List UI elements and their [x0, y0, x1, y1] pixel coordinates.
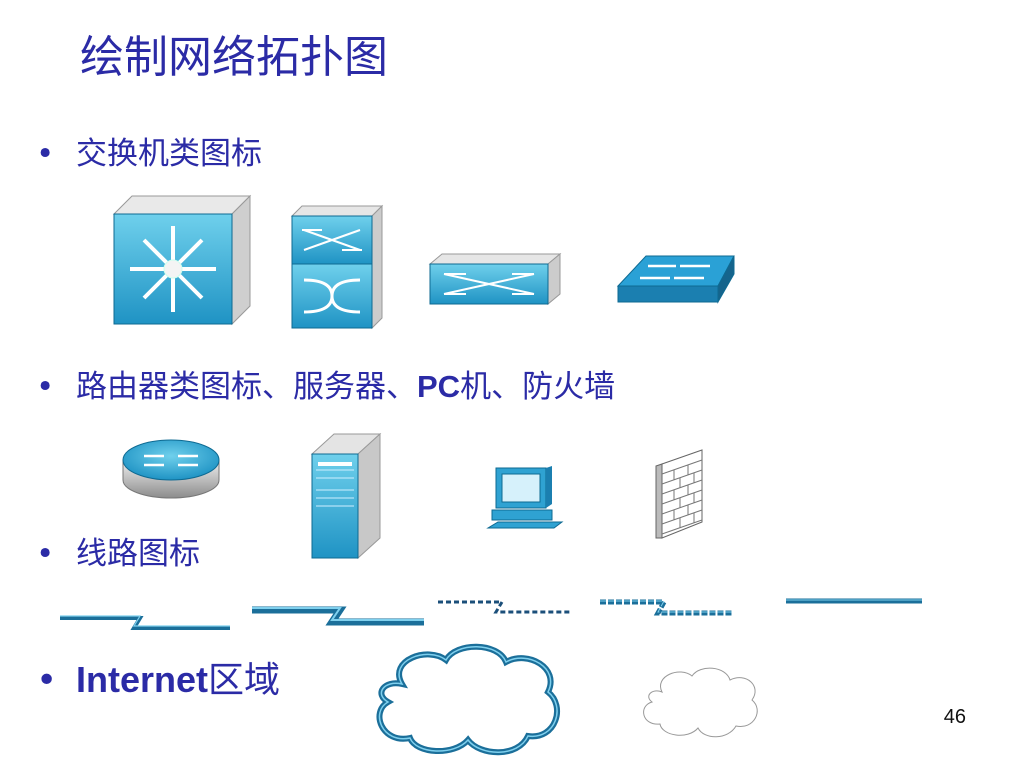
page-number: 46 — [943, 706, 966, 728]
serial-line-thick-icon — [252, 606, 424, 626]
bullet-internet-area: • Internet区域 — [36, 658, 280, 702]
bullet-marker: • — [36, 660, 58, 701]
bullet-marker: • — [36, 369, 55, 405]
bullet-text-part2: 机、防火墙 — [460, 369, 616, 405]
bullet-marker: • — [36, 536, 55, 572]
router-icon — [122, 439, 220, 499]
slide-title: 绘制网络拓扑图 — [80, 32, 388, 83]
layer2-switch-icon — [616, 255, 735, 304]
atm-switch-icon — [290, 204, 384, 330]
bullet-text-pc: PC — [417, 369, 461, 404]
server-icon — [310, 432, 382, 560]
bullet-line-icons: • 线路图标 — [36, 536, 200, 573]
bullet-switch-icons: • 交换机类图标 — [36, 136, 262, 173]
workgroup-switch-icon — [428, 252, 562, 306]
dashed-serial-line-thick-icon — [600, 599, 732, 616]
bullet-router-server-pc-firewall: • 路由器类图标、服务器、PC机、防火墙 — [36, 368, 615, 406]
firewall-icon — [655, 449, 703, 539]
bullet-text: 线路图标 — [76, 536, 200, 572]
bullet-marker: • — [36, 136, 55, 172]
bullet-text-part1: 路由器类图标、服务器、 — [76, 369, 417, 405]
internet-cloud-icon — [376, 643, 560, 756]
bullet-text-internet: Internet — [76, 659, 209, 700]
pc-icon — [486, 466, 564, 529]
multilayer-switch-icon — [112, 194, 252, 326]
bullet-text: 交换机类图标 — [76, 136, 262, 172]
dashed-serial-line-icon — [438, 600, 570, 614]
serial-line-icon — [60, 615, 230, 630]
plain-cloud-icon — [643, 667, 758, 738]
bullet-text-area: 区域 — [208, 660, 281, 701]
ethernet-line-icon — [786, 598, 922, 604]
